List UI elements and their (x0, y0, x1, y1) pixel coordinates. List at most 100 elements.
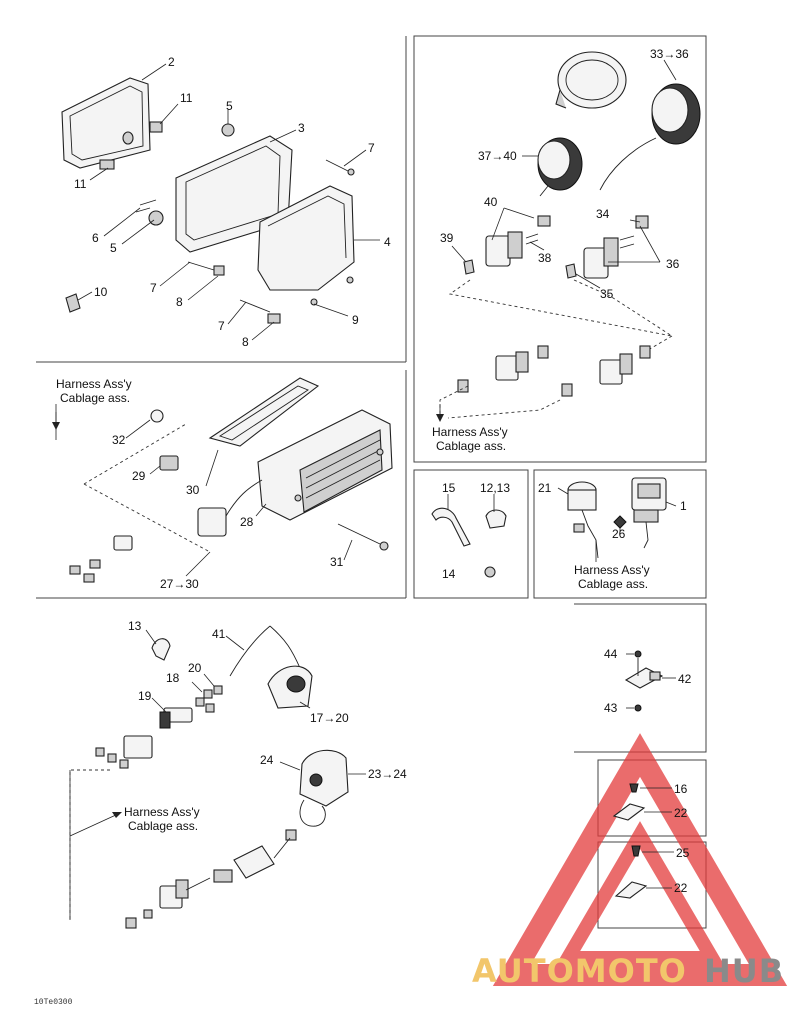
callout-7-mid: 7 (150, 281, 157, 295)
callout-11-top: 11 (180, 91, 193, 105)
connector-19 (151, 697, 193, 729)
round-socket-part (567, 481, 599, 559)
auxiliary-lights-group (439, 51, 701, 419)
square-socket-part (613, 477, 667, 549)
watermark-triangle-inner (555, 821, 725, 965)
callout-31: 31 (330, 555, 344, 569)
callout-36: 36 (666, 257, 680, 271)
callout-23-24: 23→24 (368, 767, 407, 781)
watermark-hub: HUB (704, 952, 784, 990)
round-lamp-part (555, 51, 627, 109)
headlight-assembly-group (61, 63, 380, 341)
callout-22-bottom: 22 (674, 881, 688, 895)
leader-lines-panel1 (77, 63, 380, 341)
callout-19: 19 (138, 689, 152, 703)
callout-41: 41 (212, 627, 226, 641)
fasteners (65, 159, 355, 324)
callout-26: 26 (612, 527, 626, 541)
clips-group (431, 494, 507, 578)
callout-25: 25 (676, 846, 690, 860)
wiring-dashed (448, 279, 673, 351)
callout-4: 4 (384, 235, 391, 249)
rear-housing-part (257, 185, 355, 291)
callout-16: 16 (674, 782, 688, 796)
callout-39: 39 (440, 231, 454, 245)
callout-17-20: 17→20 (310, 711, 349, 725)
callout-37-40: 37→40 (478, 149, 517, 163)
callout-12-13: 12,13 (480, 481, 510, 495)
callout-44: 44 (604, 647, 618, 661)
harness-label-tail-line1: Harness Ass'y (56, 377, 132, 391)
leader-lines-panel5 (557, 487, 677, 534)
terminals-row (95, 735, 153, 769)
connector-chain-lower (439, 345, 651, 419)
lamp-housing-37-40 (537, 137, 583, 197)
callout-38: 38 (538, 251, 552, 265)
harness-label-tail-line2: Cablage ass. (60, 391, 130, 405)
tail-body-part (257, 409, 393, 521)
callout-6: 6 (92, 231, 99, 245)
callout-43: 43 (604, 701, 618, 715)
callout-9: 9 (352, 313, 359, 327)
document-reference: 10Te0300 (34, 998, 73, 1007)
harness-label-switch-line1: Harness Ass'y (124, 805, 200, 819)
callout-34: 34 (596, 207, 610, 221)
callout-7-bottom: 7 (218, 319, 225, 333)
callout-18: 18 (166, 671, 180, 685)
callout-20: 20 (188, 661, 202, 675)
tail-terminals (69, 535, 133, 583)
tail-screw (337, 523, 389, 551)
tail-lens-part (208, 377, 320, 447)
switch-17-20 (267, 665, 313, 709)
headlamp-part (61, 77, 163, 170)
callout-3: 3 (298, 121, 305, 135)
callout-7-top: 7 (368, 141, 375, 155)
cable-41 (225, 625, 301, 677)
tail-bulb-socket (150, 409, 179, 471)
callout-30: 30 (186, 483, 200, 497)
callout-27-30: 27→30 (160, 577, 199, 591)
harness-label-socket-line2: Cablage ass. (578, 577, 648, 591)
connector-18-20 (191, 673, 223, 713)
harness-label-aux-line2: Cablage ass. (436, 439, 506, 453)
harness-label-switch-line2: Cablage ass. (128, 819, 198, 833)
callout-42: 42 (678, 672, 692, 686)
callout-labels: 2 11 11 5 3 7 6 5 4 7 8 10 9 7 8 33→36 3… (74, 47, 692, 895)
callout-11-bottom: 11 (74, 177, 87, 191)
tail-connector-part (197, 479, 263, 537)
callout-10: 10 (94, 285, 108, 299)
connector-chain-bottom (125, 829, 297, 929)
callout-21: 21 (538, 481, 552, 495)
bracket-group (624, 650, 676, 712)
callout-13: 13 (128, 619, 142, 633)
callout-33-36: 33→36 (650, 47, 689, 61)
connector-left (463, 215, 551, 275)
callout-2: 2 (168, 55, 175, 69)
harness-arrows (52, 404, 597, 920)
callout-15: 15 (442, 481, 456, 495)
watermark-text: AUTOMOTO HUB (472, 952, 784, 990)
callout-29: 29 (132, 469, 146, 483)
harness-labels: Harness Ass'y Cablage ass. Harness Ass'y… (56, 377, 650, 833)
clip-13-part (145, 629, 171, 661)
callout-28: 28 (240, 515, 254, 529)
lamp-housing-33-36 (599, 83, 701, 191)
watermark-triangle-outer (492, 733, 788, 986)
callout-5-mid: 5 (110, 241, 117, 255)
callout-40: 40 (484, 195, 498, 209)
callout-32: 32 (112, 433, 126, 447)
callout-24: 24 (260, 753, 274, 767)
callout-8-bottom: 8 (242, 335, 249, 349)
switch-wiring-group (69, 625, 366, 929)
callout-5-top: 5 (226, 99, 233, 113)
harness-label-aux-line1: Harness Ass'y (432, 425, 508, 439)
callout-14: 14 (442, 567, 456, 581)
watermark-automoto: AUTOMOTO (472, 952, 687, 990)
leader-lines-panel2 (451, 59, 677, 289)
bracket-22-top-group (612, 783, 672, 821)
tail-light-group (55, 377, 393, 583)
callout-35: 35 (600, 287, 614, 301)
harness-label-socket-line1: Harness Ass'y (574, 563, 650, 577)
watermark-logo (492, 733, 788, 986)
